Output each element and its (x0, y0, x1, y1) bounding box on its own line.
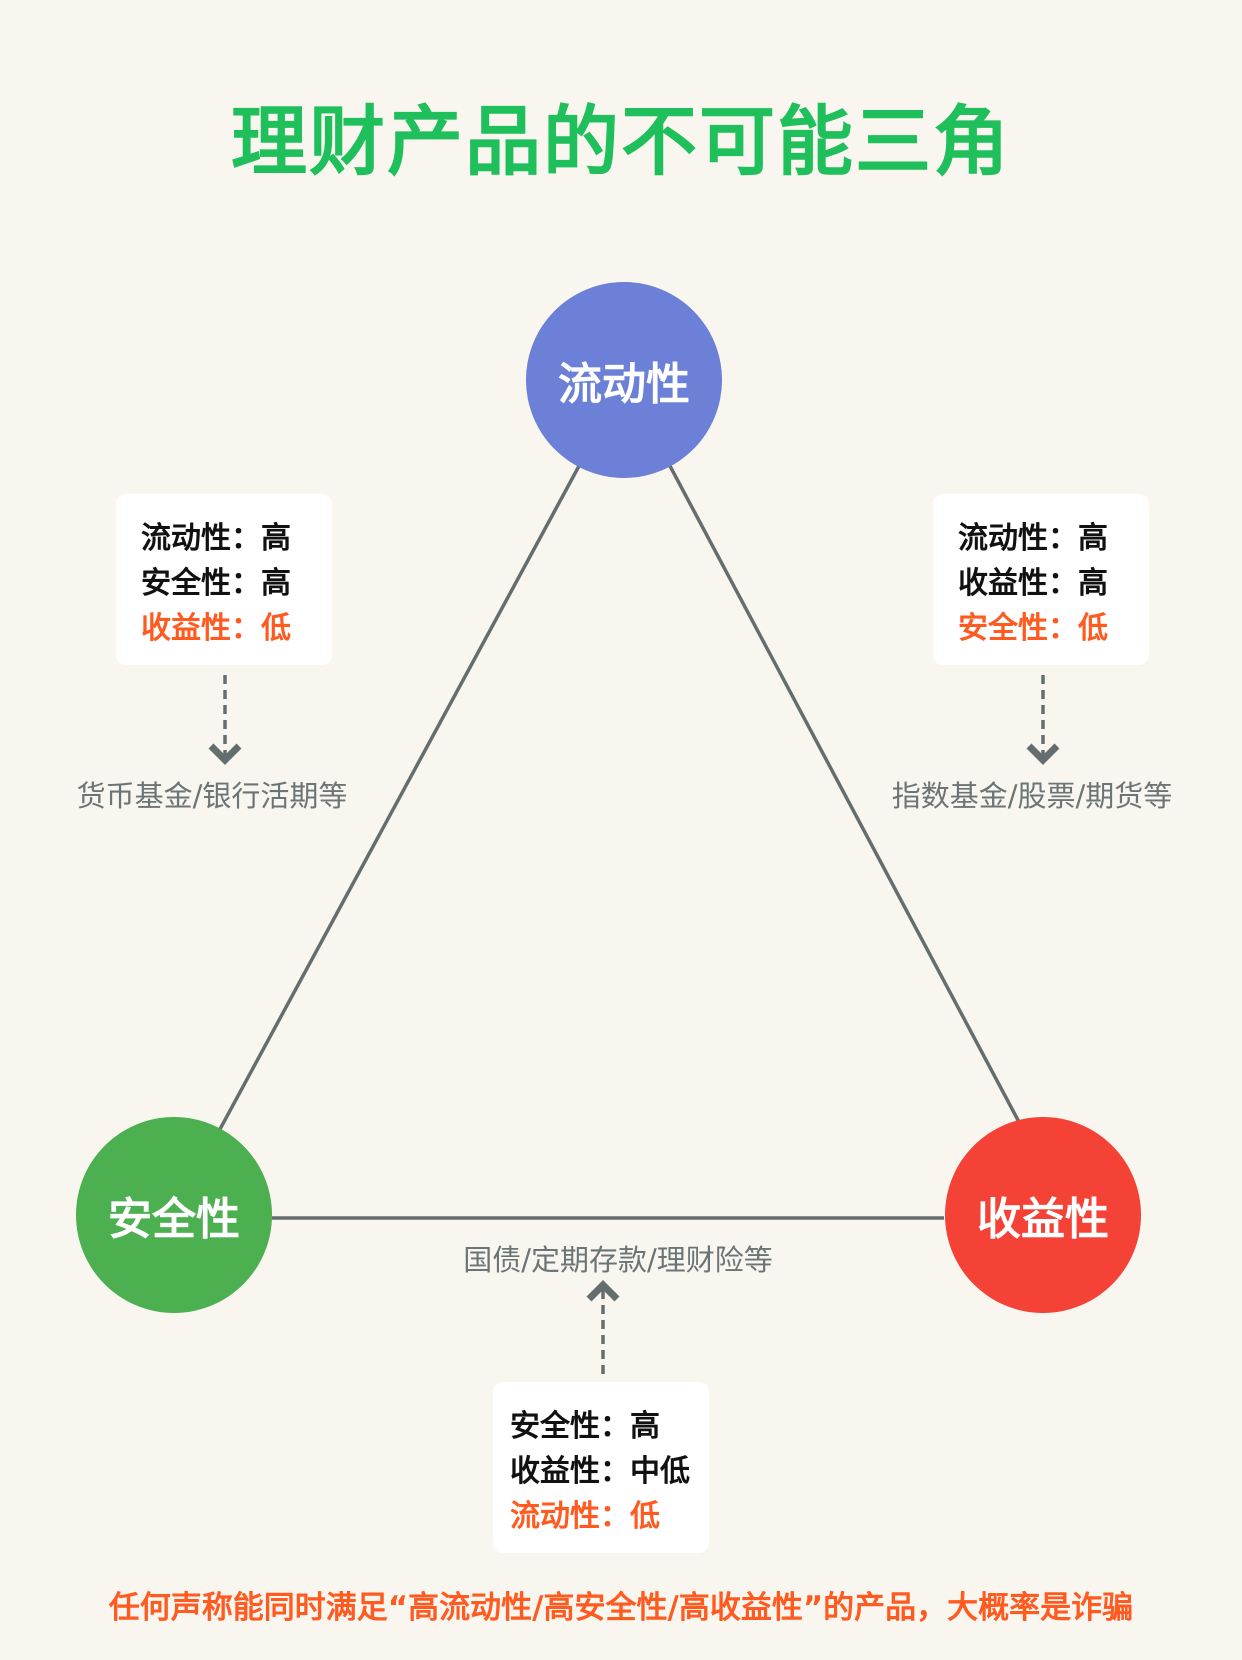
edge-liquidity-safety (217, 465, 581, 1132)
right-example: 指数基金/股票/期货等 (891, 779, 1173, 813)
node-safety-label: 安全性 (108, 1194, 240, 1245)
info-line: 流动性：高 (958, 521, 1108, 556)
bottom-info-box: 安全性：高 收益性：中低 流动性：低 (493, 1382, 709, 1553)
info-line: 流动性：高 (141, 521, 291, 556)
left-example: 货币基金/银行活期等 (76, 779, 348, 813)
node-return: 收益性 (945, 1117, 1141, 1313)
info-line: 收益性：高 (958, 566, 1108, 601)
footer-warning: 任何声称能同时满足“高流动性/高安全性/高收益性”的产品，大概率是诈骗 (108, 1590, 1134, 1626)
left-info-box: 流动性：高 安全性：高 收益性：低 (116, 494, 332, 665)
node-liquidity: 流动性 (526, 282, 722, 478)
bottom-example: 国债/定期存款/理财险等 (463, 1243, 773, 1277)
info-line: 安全性：高 (510, 1409, 660, 1444)
info-line-low: 收益性：低 (141, 611, 291, 646)
node-return-label: 收益性 (977, 1194, 1109, 1245)
info-line: 安全性：高 (141, 566, 291, 601)
edge-liquidity-return (668, 465, 1021, 1123)
info-line-low: 安全性：低 (958, 611, 1108, 646)
node-safety: 安全性 (76, 1117, 272, 1313)
info-line: 收益性：中低 (510, 1454, 690, 1489)
page-title: 理财产品的不可能三角 (231, 97, 1011, 186)
node-liquidity-label: 流动性 (558, 359, 690, 410)
info-line-low: 流动性：低 (510, 1499, 660, 1534)
right-info-box: 流动性：高 收益性：高 安全性：低 (933, 494, 1149, 665)
